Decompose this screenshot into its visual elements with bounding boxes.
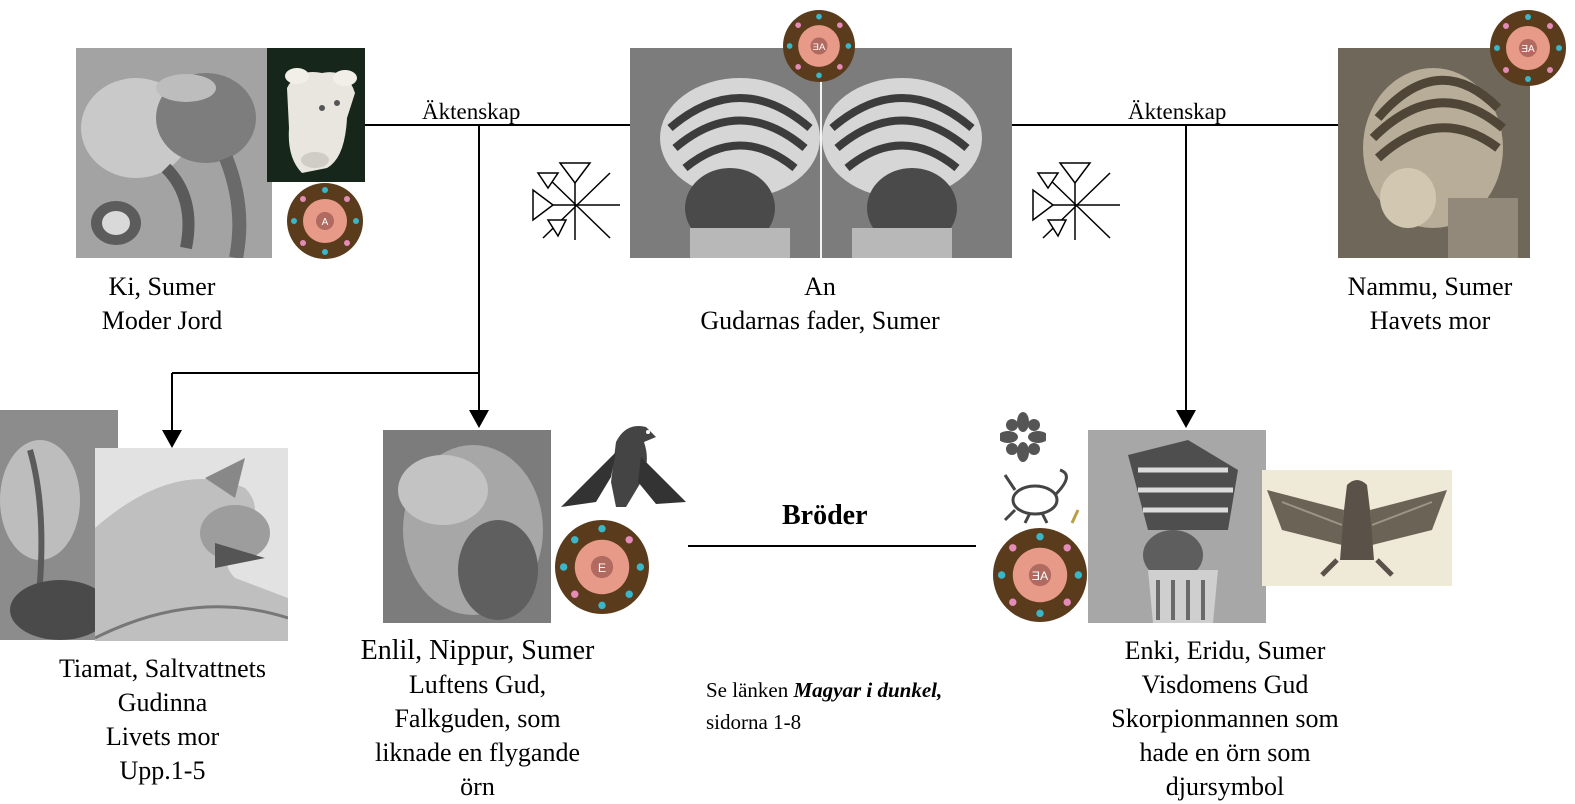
ki-medallion: A: [287, 183, 363, 259]
tiamat-dragon-image: [95, 448, 288, 641]
magyar-link[interactable]: Magyar i dunkel,: [793, 678, 942, 702]
eagle-image: [1262, 470, 1452, 586]
ki-caption: Ki, Sumer Moder Jord: [72, 270, 252, 338]
enki-desc-3: djursymbol: [1085, 770, 1365, 804]
enki-medallion: ƎA: [993, 528, 1087, 622]
tiamat-ref: Upp.1-5: [40, 754, 285, 788]
enlil-desc-2: liknade en flygande: [330, 736, 625, 770]
enlil-caption: Enlil, Nippur, Sumer Luftens Gud, Falkgu…: [330, 634, 625, 804]
nammu-name: Nammu, Sumer: [1330, 270, 1530, 304]
marriage-label-right: Äktenskap: [1128, 99, 1226, 125]
ki-title: Moder Jord: [72, 304, 252, 338]
brothers-label: Bröder: [782, 500, 868, 532]
ki-name: Ki, Sumer: [72, 270, 252, 304]
nammu-title: Havets mor: [1330, 304, 1530, 338]
cuneiform-dingir-icon-left: [528, 158, 622, 244]
tiamat-role: Livets mor: [40, 720, 285, 754]
enki-title: Visdomens Gud: [1085, 668, 1365, 702]
ki-relief-image: [76, 48, 272, 258]
an-name: An: [640, 270, 1000, 304]
nammu-medallion: ƎA: [1490, 10, 1566, 86]
tiamat-title: Gudinna: [40, 686, 285, 720]
enki-desc-1: Skorpionmannen som: [1085, 702, 1365, 736]
arrowhead-enki: [1176, 410, 1196, 428]
rosette-icon: [1000, 412, 1046, 462]
enlil-name: Enlil, Nippur, Sumer: [330, 634, 625, 668]
cuneiform-dingir-icon-right: [1028, 158, 1122, 244]
an-medallion: ƎA: [783, 10, 855, 82]
tiamat-name: Tiamat, Saltvattnets: [40, 652, 285, 686]
nammu-medallion-text: ƎA: [1521, 44, 1535, 55]
marriage-label-left: Äktenskap: [422, 99, 520, 125]
enlil-desc-1: Falkguden, som: [330, 702, 625, 736]
note-prefix: Se länken: [706, 678, 793, 702]
enlil-medallion: E: [555, 520, 649, 614]
enki-name: Enki, Eridu, Sumer: [1085, 634, 1365, 668]
enki-caption: Enki, Eridu, Sumer Visdomens Gud Skorpio…: [1085, 634, 1365, 804]
enki-desc-2: hade en örn som: [1085, 736, 1365, 770]
an-caption: An Gudarnas fader, Sumer: [640, 270, 1000, 338]
arrowhead-tiamat: [162, 430, 182, 448]
see-link-note: Se länken Magyar i dunkel, sidorna 1-8: [706, 674, 951, 738]
nammu-caption: Nammu, Sumer Havets mor: [1330, 270, 1530, 338]
tiamat-caption: Tiamat, Saltvattnets Gudinna Livets mor …: [40, 652, 285, 788]
arrowhead-enlil: [469, 410, 489, 428]
falcon-image: [556, 412, 690, 512]
scorpion-icon: [1000, 465, 1080, 525]
bull-head-image: [267, 48, 365, 182]
ki-medallion-text: A: [322, 217, 329, 228]
an-medallion-text: ƎA: [813, 42, 826, 53]
note-suffix: sidorna 1-8: [706, 710, 801, 734]
enki-medallion-text: ƎA: [1032, 569, 1049, 583]
enlil-title: Luftens Gud,: [330, 668, 625, 702]
an-title: Gudarnas fader, Sumer: [640, 304, 1000, 338]
enlil-relief-image: [383, 430, 551, 623]
enlil-medallion-text: E: [598, 561, 606, 575]
enki-relief-image: [1088, 430, 1266, 623]
enlil-desc-3: örn: [330, 770, 625, 804]
